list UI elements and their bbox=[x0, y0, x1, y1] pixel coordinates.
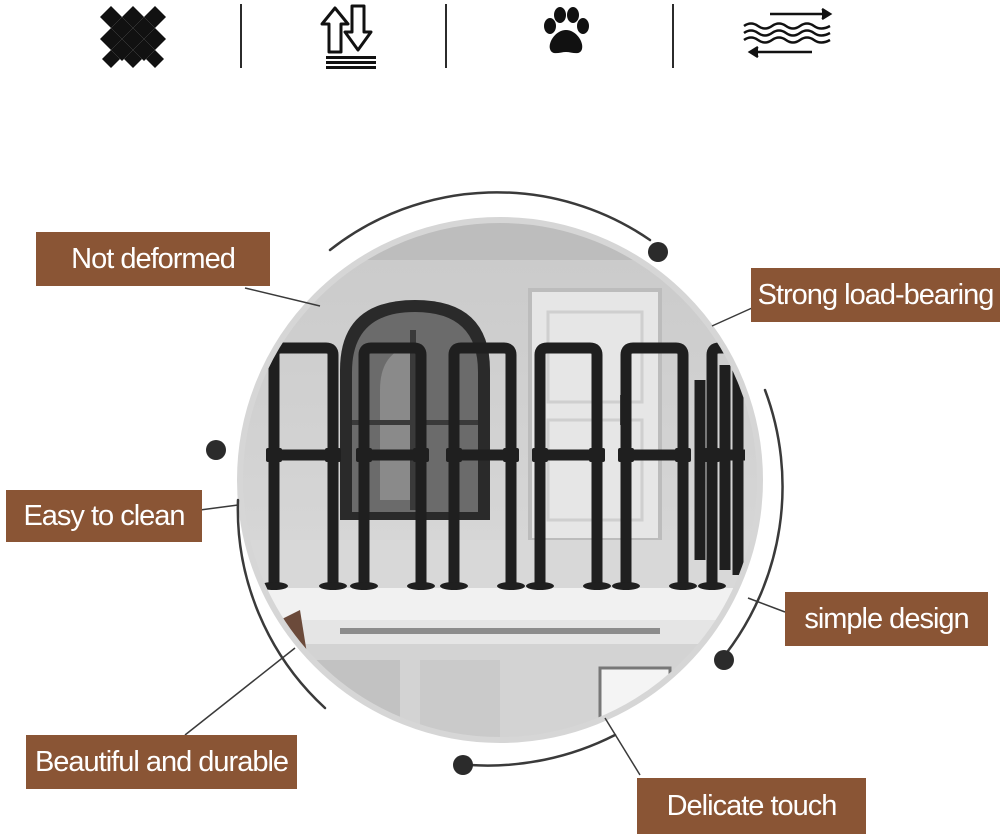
paw-print-icon bbox=[540, 6, 592, 63]
label-beautiful-and-durable: Beautiful and durable bbox=[26, 735, 297, 789]
icon-divider bbox=[445, 4, 447, 68]
label-not-deformed: Not deformed bbox=[36, 232, 270, 286]
wave-arrows-icon bbox=[742, 7, 836, 63]
label-delicate-touch: Delicate touch bbox=[637, 778, 866, 834]
label-strong-load-bearing: Strong load-bearing bbox=[751, 268, 1000, 322]
icon-divider bbox=[240, 4, 242, 68]
label-easy-to-clean: Easy to clean bbox=[6, 490, 202, 542]
label-simple-design: simple design bbox=[785, 592, 988, 646]
icon-divider bbox=[672, 4, 674, 68]
pipe-support-icon bbox=[318, 4, 384, 75]
diamond-grid-icon bbox=[100, 6, 166, 73]
